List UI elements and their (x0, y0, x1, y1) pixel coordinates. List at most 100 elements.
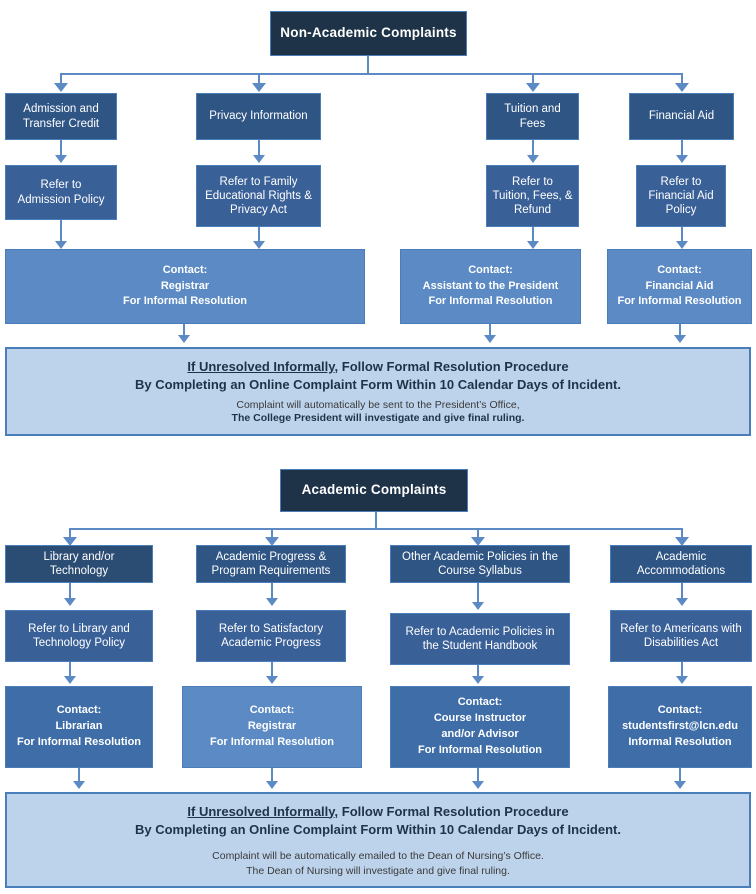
arrow-contact-panel-5 (73, 781, 85, 789)
connector-cat-refer-5 (69, 583, 71, 599)
refer-line-2: the Student Handbook (422, 640, 538, 652)
arrow-contact-panel-2 (484, 335, 496, 343)
contact-line-3: For Informal Resolution (617, 295, 742, 308)
contact-line-4: For Informal Resolution (417, 743, 543, 756)
category-box-academic-progress[interactable]: Academic Progress & Program Requirements (196, 545, 346, 583)
connector-cat-refer-1 (60, 140, 62, 156)
contact-line-3: For Informal Resolution (428, 295, 553, 308)
refer-line-1: Refer to Library and (28, 622, 130, 635)
arrow-cat-refer-6 (266, 598, 278, 606)
category-box-financial-aid[interactable]: Financial Aid (629, 93, 734, 140)
panel-line-4: The College President will investigate a… (231, 412, 525, 424)
contact-box-course-instructor[interactable]: Contact: Course Instructor and/or Adviso… (390, 686, 570, 768)
category-box-academic-accommodations[interactable]: Academic Accommodations (610, 545, 752, 583)
connector-refer-contact-1 (60, 220, 62, 242)
refer-box-library-technology-policy[interactable]: Refer to Library and Technology Policy (5, 610, 153, 662)
connector-refer-contact-5 (69, 662, 71, 677)
connector-trunk-vertical (367, 56, 369, 74)
contact-box-studentsfirst-email[interactable]: Contact: studentsfirst@lcn.edu Informal … (608, 686, 752, 768)
connector-refer-contact-6 (271, 662, 273, 677)
arrow-refer-contact-7 (472, 676, 484, 684)
refer-line-2: Technology Policy (32, 637, 126, 649)
panel-underlined-text: If Unresolved Informally (187, 359, 335, 374)
category-line-1: Library and/or (43, 550, 115, 563)
refer-line-1: Refer to (40, 179, 82, 192)
arrow-cat-refer-5 (64, 598, 76, 606)
connector-contact-panel-1 (183, 324, 185, 336)
connector-refer-contact-8 (681, 662, 683, 677)
contact-box-registrar-academic[interactable]: Contact: Registrar For Informal Resoluti… (182, 686, 362, 768)
contact-line-3: For Informal Resolution (209, 735, 335, 748)
arrow-down-6 (265, 537, 279, 546)
contact-line-2: Registrar (160, 279, 210, 292)
connector-drop-5 (69, 528, 71, 539)
refer-line-2: Academic Progress (221, 637, 321, 649)
refer-line-1: Refer to (512, 175, 553, 188)
contact-line-3: and/or Advisor (441, 728, 519, 740)
category-box-tuition[interactable]: Tuition and Fees (486, 93, 579, 140)
arrow-down-4 (675, 83, 689, 92)
arrow-down-3 (526, 83, 540, 92)
arrow-contact-panel-7 (472, 781, 484, 789)
contact-line-2: Librarian (55, 720, 103, 733)
refer-box-admission-policy[interactable]: Refer to Admission Policy (5, 165, 117, 220)
section-title-text: Academic Complaints (301, 482, 447, 498)
contact-line-3: Informal Resolution (628, 735, 732, 748)
connector-bus-horizontal-2 (70, 528, 682, 530)
arrow-cat-refer-3 (527, 155, 539, 163)
category-box-privacy[interactable]: Privacy Information (196, 93, 321, 140)
category-box-other-academic-policies[interactable]: Other Academic Policies in the Course Sy… (390, 545, 570, 583)
panel-line-1: If Unresolved Informally, Follow Formal … (187, 359, 568, 374)
contact-line-1: Contact: (56, 704, 102, 717)
refer-box-student-handbook[interactable]: Refer to Academic Policies in the Studen… (390, 613, 570, 665)
category-line-2: Fees (519, 117, 546, 130)
section-title-non-academic: Non-Academic Complaints (270, 11, 467, 56)
arrow-cat-refer-1 (55, 155, 67, 163)
connector-bus-horizontal (61, 73, 683, 75)
refer-box-ferpa[interactable]: Refer to Family Educational Rights & Pri… (196, 165, 321, 227)
panel-line-1: If Unresolved Informally, Follow Formal … (187, 804, 568, 819)
panel-line-2: By Completing an Online Complaint Form W… (135, 821, 621, 837)
connector-contact-panel-8 (679, 768, 681, 782)
category-line-1: Admission and (23, 103, 99, 116)
contact-line-1: Contact: (249, 704, 295, 717)
contact-line-2: studentsfirst@lcn.edu (622, 720, 738, 733)
contact-box-registrar[interactable]: Contact: Registrar For Informal Resoluti… (5, 249, 365, 324)
connector-contact-panel-6 (271, 768, 273, 782)
connector-refer-contact-3 (532, 227, 534, 242)
refer-box-tuition-fees-refund[interactable]: Refer to Tuition, Fees, & Refund (486, 165, 579, 227)
category-box-admission[interactable]: Admission and Transfer Credit (5, 93, 117, 140)
panel-underlined-text: If Unresolved Informally (187, 803, 335, 819)
connector-cat-refer-6 (271, 583, 273, 599)
arrow-cat-refer-2 (253, 155, 265, 163)
contact-box-financial-aid[interactable]: Contact: Financial Aid For Informal Reso… (607, 249, 752, 324)
category-box-library-technology[interactable]: Library and/or Technology (5, 545, 153, 583)
panel-line-1-rest: , Follow Formal Resolution Procedure (334, 359, 569, 374)
arrow-contact-panel-6 (266, 781, 278, 789)
connector-drop-1 (60, 73, 62, 85)
contact-box-assistant-president[interactable]: Contact: Assistant to the President For … (400, 249, 581, 324)
category-line-2: Technology (49, 565, 109, 577)
refer-box-financial-aid-policy[interactable]: Refer to Financial Aid Policy (636, 165, 726, 227)
contact-line-2: Financial Aid (645, 279, 714, 292)
refer-box-americans-disabilities-act[interactable]: Refer to Americans with Disabilities Act (610, 610, 752, 662)
panel-line-3: Complaint will be automatically emailed … (212, 849, 544, 862)
contact-line-1: Contact: (457, 696, 503, 709)
refer-line-1: Refer to Family (219, 175, 298, 188)
arrow-refer-contact-6 (266, 676, 278, 684)
connector-contact-panel-5 (78, 768, 80, 782)
connector-cat-refer-3 (532, 140, 534, 156)
refer-line-2: Tuition, Fees, & (492, 189, 573, 202)
connector-trunk-vertical-2 (375, 512, 377, 529)
contact-box-librarian[interactable]: Contact: Librarian For Informal Resoluti… (5, 686, 153, 768)
connector-drop-6 (271, 528, 273, 539)
arrow-refer-contact-3 (527, 241, 539, 249)
category-line-1: Privacy Information (209, 110, 308, 123)
arrow-down-5 (63, 537, 77, 546)
refer-line-3: Refund (513, 204, 552, 216)
refer-box-satisfactory-academic-progress[interactable]: Refer to Satisfactory Academic Progress (196, 610, 346, 662)
panel-line-4: The Dean of Nursing will investigate and… (246, 864, 510, 877)
connector-contact-panel-7 (477, 768, 479, 782)
refer-line-2: Educational Rights & (205, 189, 312, 202)
